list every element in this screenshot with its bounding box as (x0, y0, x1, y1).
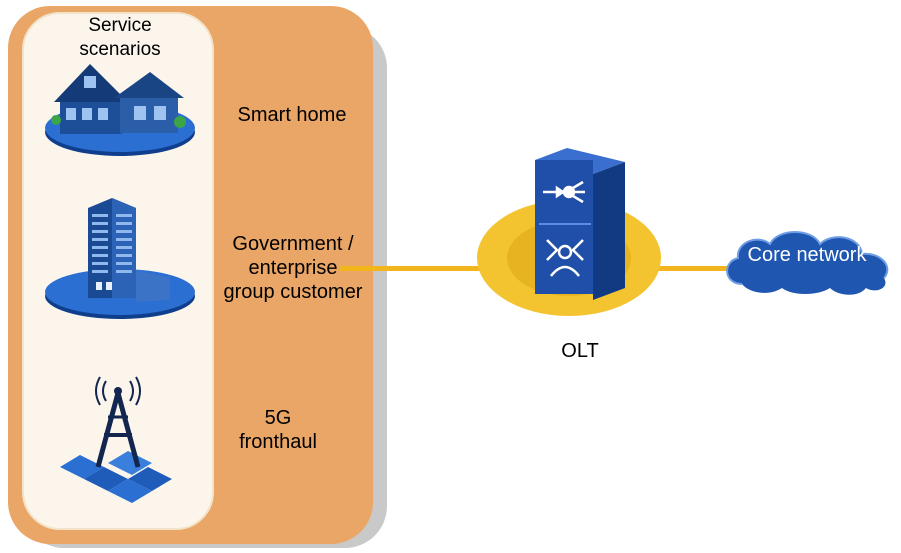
5g-tower-icon (60, 376, 172, 503)
scenario-label-5g-fronthaul: 5G fronthaul (239, 407, 317, 453)
scenario-label-government-enterprise: Government / enterprise group customer (223, 233, 363, 303)
panel-title: Service scenarios (79, 15, 161, 60)
olt-label: OLT (561, 340, 599, 362)
office-building-icon (45, 198, 195, 319)
core-network-label: Core network (747, 244, 867, 266)
cloud-icon (726, 231, 889, 295)
house-icon (45, 64, 195, 156)
olt-device-icon (477, 148, 661, 316)
scenario-label-smart-home: Smart home (237, 104, 347, 126)
